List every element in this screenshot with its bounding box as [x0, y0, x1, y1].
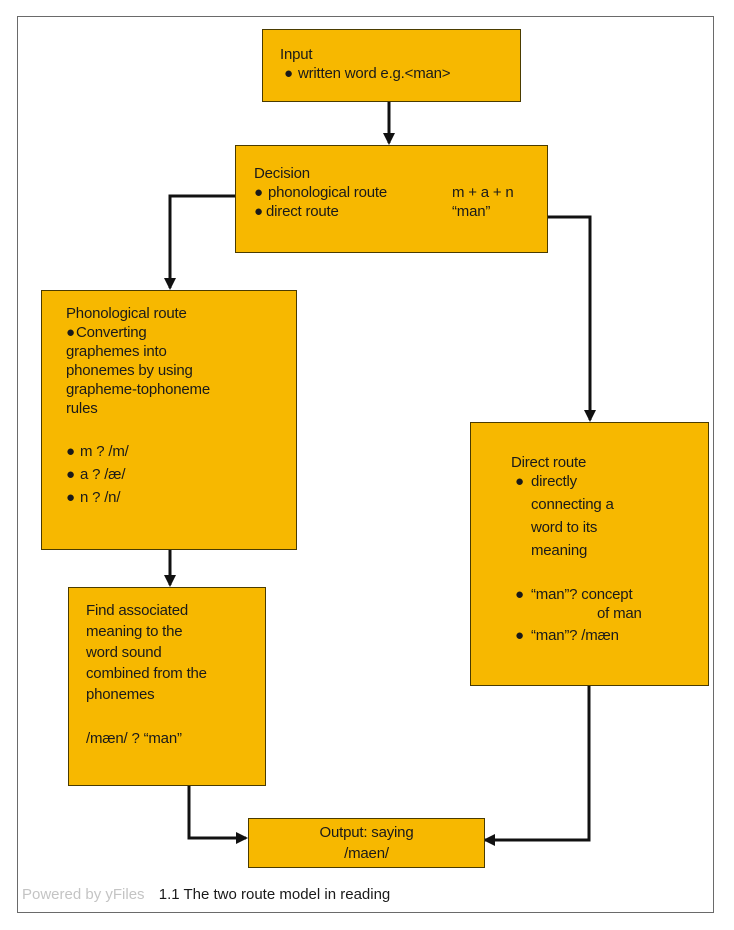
phonological-line: grapheme-tophoneme	[66, 381, 210, 398]
input-node: Input ● written word e.g.<man>	[262, 29, 521, 102]
direct-line: connecting a	[531, 496, 614, 513]
edge-find-to-output	[187, 785, 248, 844]
direct-route-node: Direct route ● directly connecting a wor…	[470, 422, 709, 686]
find-line: Find associated	[86, 602, 189, 619]
find-line: combined from the	[86, 665, 207, 682]
decision-node: Decision ● phonological route m + a + n …	[235, 145, 548, 253]
phonological-line: graphemes into	[66, 343, 167, 360]
direct-title: Direct route	[511, 454, 587, 471]
bullet-icon: ●	[515, 586, 524, 603]
output-line: /maen/	[344, 845, 389, 862]
output-node: Output: saying /maen/	[248, 818, 485, 868]
direct-example-line: “man”? concept	[531, 586, 633, 603]
decision-row-value: m + a + n	[452, 184, 514, 201]
decision-row-label: direct route	[266, 203, 339, 220]
direct-line: word to its	[531, 519, 598, 536]
decision-row-direct: ● direct route “man”	[254, 202, 547, 221]
direct-example-line: of man	[597, 605, 642, 622]
phoneme-mapping: a ? /æ/	[80, 466, 126, 483]
edge-direct-to-output	[483, 684, 591, 846]
input-bullet-text: written word e.g.<man>	[298, 65, 451, 82]
direct-line: directly	[531, 473, 577, 490]
decision-row-phonological: ● phonological route m + a + n	[254, 183, 547, 202]
bullet-icon: ●	[254, 184, 263, 201]
phonological-title: Phonological route	[66, 305, 187, 322]
figure-caption: 1.1 The two route model in reading	[158, 886, 391, 903]
bullet-icon: ●	[66, 466, 75, 483]
decision-row-value: “man”	[452, 203, 491, 220]
edge-decision-to-phonological	[164, 194, 236, 290]
bullet-icon: ●	[66, 489, 75, 506]
direct-example-line: “man”? /mæn	[531, 627, 619, 644]
phonological-line: phonemes by using	[66, 362, 193, 379]
find-line: word sound	[86, 644, 162, 661]
bullet-icon: ●	[254, 203, 263, 220]
find-meaning-node: Find associated meaning to the word soun…	[68, 587, 266, 786]
powered-by-credit: Powered by yFiles	[22, 886, 145, 903]
find-line: phonemes	[86, 686, 155, 703]
bullet-icon: ●	[284, 65, 293, 82]
phoneme-mapping: n ? /n/	[80, 489, 121, 506]
phonological-line: rules	[66, 400, 98, 417]
decision-row-label: phonological route	[268, 184, 387, 201]
bullet-icon: ●	[515, 627, 524, 644]
find-line: meaning to the	[86, 623, 183, 640]
direct-line: meaning	[531, 542, 588, 559]
output-line: Output: saying	[319, 824, 414, 841]
find-mapping: /mæn/ ? “man”	[86, 730, 182, 747]
bullet-icon: ●	[66, 443, 75, 460]
phonological-line: Converting	[76, 324, 147, 341]
bullet-icon: ●	[66, 324, 75, 341]
phonological-route-node: Phonological route ● Converting grapheme…	[41, 290, 297, 550]
edge-decision-to-direct	[547, 215, 596, 422]
phoneme-mapping: m ? /m/	[80, 443, 129, 460]
footer: Powered by yFiles 1.1 The two route mode…	[22, 886, 390, 903]
input-title: Input	[280, 46, 313, 63]
decision-title: Decision	[254, 165, 310, 182]
bullet-icon: ●	[515, 473, 524, 490]
